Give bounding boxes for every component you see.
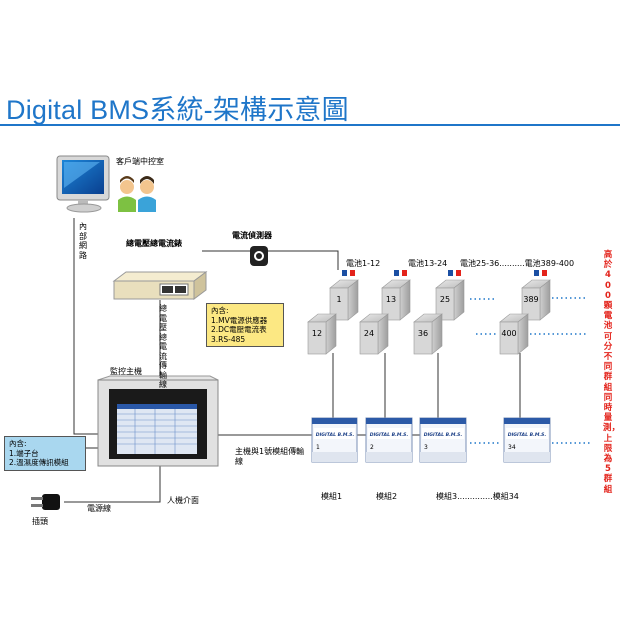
bms-module-2 <box>365 417 413 463</box>
module-label: 模組2 <box>376 491 397 501</box>
wiring <box>64 218 521 503</box>
power-cable-line <box>64 466 161 503</box>
battery-bottom-1 <box>307 313 337 355</box>
power-cable-label: 電源線 <box>87 503 111 513</box>
module-label: 模組1 <box>321 491 342 501</box>
bms-module-1 <box>311 417 358 463</box>
module-number: 2 <box>370 444 374 451</box>
battery-group-label: 電池13-24 <box>408 258 447 268</box>
monitor-host-label: 監控主機 <box>110 366 142 376</box>
client-monitor <box>56 155 110 213</box>
page-title: Digital BMS系統-架構示意圖 <box>6 95 349 125</box>
monitor-host <box>97 375 219 467</box>
battery-group-3 <box>413 270 465 355</box>
module-number: 1 <box>316 444 320 451</box>
client-room-label: 客戶端中控室 <box>116 156 164 166</box>
note-item: 3.RS-485 <box>211 334 246 344</box>
host-module-cable-label: 主機與1號模組傳輸線 <box>235 447 305 466</box>
note-item: 2.溫濕度傳訊模組 <box>9 458 69 467</box>
internal-network-label: 內部網路 <box>79 222 87 260</box>
sensor-bus-line <box>202 250 339 270</box>
module-brand: DIGITAL B.M.S. <box>508 432 547 438</box>
battery-number: 12 <box>312 329 322 338</box>
plug-icon <box>31 494 60 510</box>
battery-number: 36 <box>418 329 428 338</box>
module-number: 34 <box>508 444 516 451</box>
battery-number: 13 <box>386 295 396 304</box>
note-item: 1.端子台 <box>9 448 39 458</box>
note-heading: 內含: <box>211 306 229 315</box>
battery-group-label: 電池1-12 <box>346 258 380 268</box>
battery-number: 389 <box>523 295 538 304</box>
people-icon <box>118 176 156 212</box>
battery-number: 400 <box>501 329 516 338</box>
battery-number: 1 <box>336 295 341 304</box>
module-number: 3 <box>424 444 428 451</box>
vi-cable-label: 總電壓總電流傳輸線 <box>159 304 167 389</box>
meter-contents-note: 內含: 1.MV電源供應器 2.DC電壓電流表 3.RS-485 <box>206 303 284 347</box>
battery-group-label: 電池25-36..........電池389-400 <box>460 258 574 268</box>
battery-group-4 <box>499 270 551 355</box>
bms-module-34 <box>503 417 551 463</box>
battery-group-2 <box>359 270 411 355</box>
internal-network-line <box>73 218 102 435</box>
module-brand: DIGITAL B.M.S. <box>424 432 463 438</box>
vi-meter-box <box>112 271 208 300</box>
note-item: 2.DC電壓電流表 <box>211 325 267 334</box>
capacity-side-note: 高於 400 顆電池可分不同群組同時量測，上限為5群組 <box>603 250 620 495</box>
battery-number: 25 <box>440 295 450 304</box>
battery-top-1 <box>329 270 359 321</box>
note-heading: 內含: <box>9 439 27 448</box>
module-brand: DIGITAL B.M.S. <box>370 432 409 438</box>
note-item: 1.MV電源供應器 <box>211 315 268 325</box>
plug-label: 插頭 <box>32 516 48 526</box>
host-contents-note: 內含: 1.端子台 2.溫濕度傳訊模組 <box>4 436 86 471</box>
module-brand: DIGITAL B.M.S. <box>316 432 355 438</box>
vi-meter-label: 總電壓總電流錶 <box>126 238 182 248</box>
title-underline <box>0 124 620 126</box>
battery-number: 24 <box>364 329 374 338</box>
current-sensor-label: 電流偵測器 <box>232 230 273 240</box>
bms-module-3 <box>419 417 467 463</box>
battery-group-1 <box>307 270 359 355</box>
current-sensor-icon <box>250 246 268 266</box>
module-label: 模組3..............模組34 <box>436 491 519 501</box>
hmi-label: 人機介面 <box>167 495 199 505</box>
continuation-dots <box>470 297 590 444</box>
